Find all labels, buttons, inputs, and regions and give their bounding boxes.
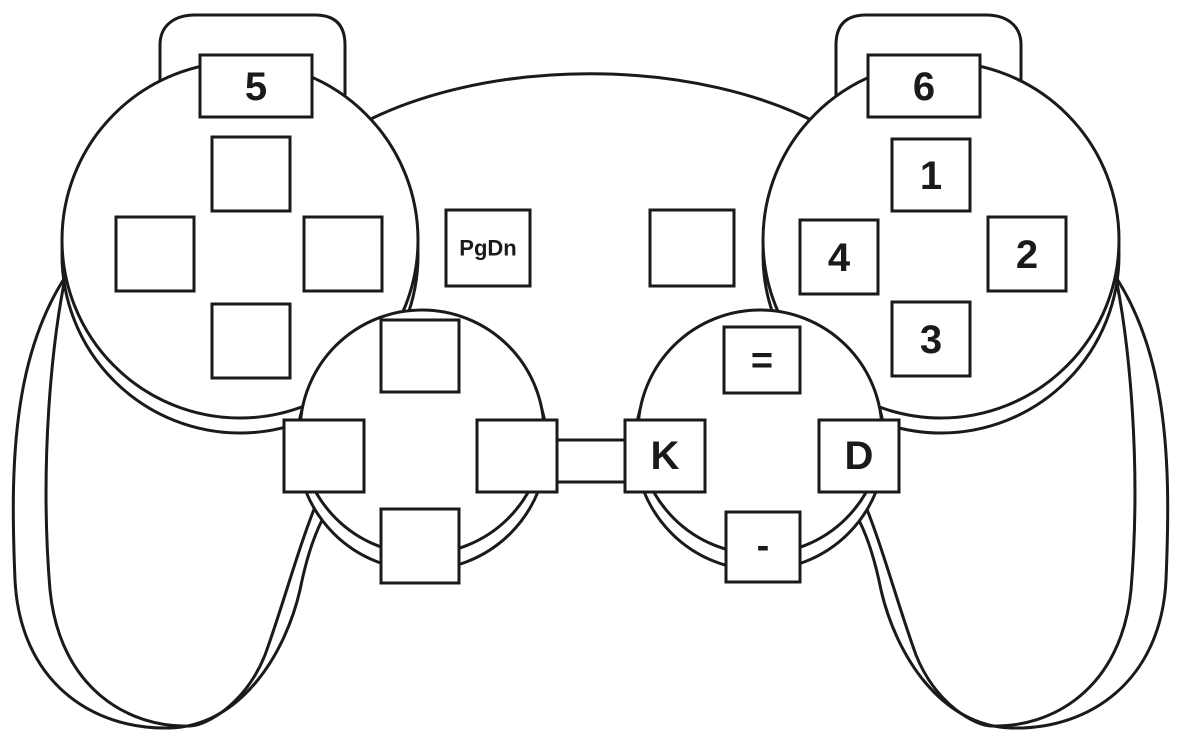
dpad-left-button[interactable] (114, 215, 196, 293)
l1-button[interactable]: 5 (198, 53, 314, 119)
r1-label: 6 (913, 65, 935, 109)
select-button[interactable]: PgDn (444, 208, 532, 288)
right-stick-down-label: - (757, 525, 770, 567)
dpad-right-button[interactable] (302, 215, 384, 293)
l1-label: 5 (245, 65, 267, 109)
right-stick-right-button[interactable]: D (817, 418, 901, 494)
r1-button[interactable]: 6 (866, 53, 982, 119)
right-stick-down-button[interactable]: - (724, 510, 802, 584)
circle-button[interactable]: 2 (986, 215, 1068, 293)
right-stick-right-label: D (845, 434, 874, 478)
cross-button[interactable]: 3 (890, 300, 972, 378)
left-stick-up-button[interactable] (379, 318, 461, 394)
start-button[interactable] (648, 208, 736, 288)
right-stick-up-button[interactable]: = (722, 325, 802, 395)
triangle-button[interactable]: 1 (890, 137, 972, 213)
triangle-label: 1 (920, 154, 942, 198)
square-button[interactable]: 4 (798, 218, 880, 296)
dpad-up-button[interactable] (210, 135, 292, 213)
select-label: PgDn (459, 236, 516, 261)
left-stick-right-button[interactable] (475, 418, 559, 494)
square-label: 4 (828, 236, 851, 280)
left-stick-down-button[interactable] (379, 507, 461, 585)
circle-label: 2 (1016, 233, 1038, 277)
right-stick-up-label: = (751, 340, 773, 382)
left-stick-left-button[interactable] (282, 418, 366, 494)
cross-label: 3 (920, 318, 942, 362)
dpad-down-button[interactable] (210, 302, 292, 380)
right-stick-left-button[interactable]: K (623, 418, 707, 494)
right-stick-left-label: K (651, 434, 680, 478)
